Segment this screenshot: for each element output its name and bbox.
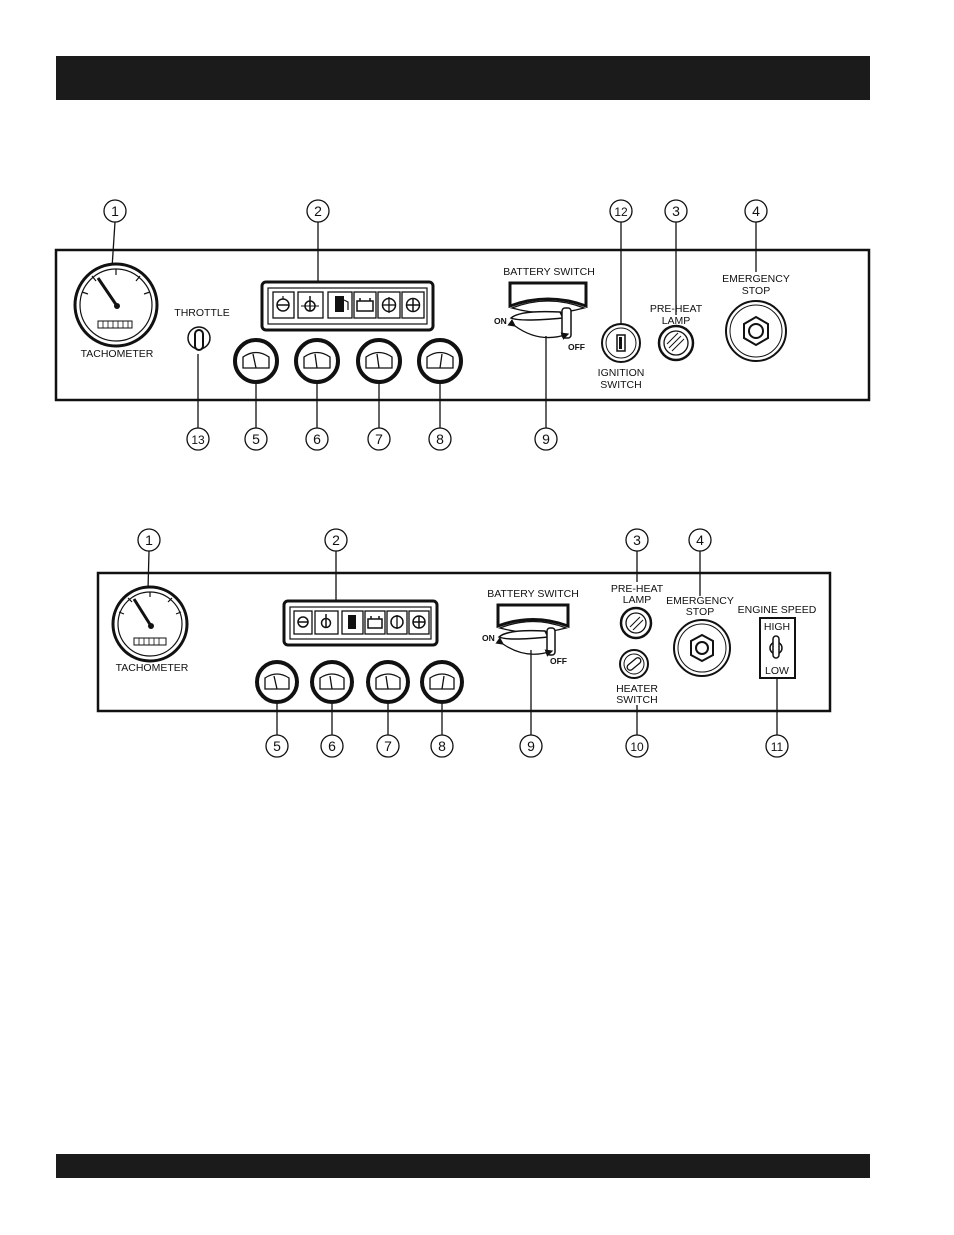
callout-8: 8 <box>436 431 444 447</box>
gauge-8-panel-2 <box>422 662 462 702</box>
callout-9-panel-2: 9 <box>527 738 535 754</box>
preheat-label-line1: PRE-HEAT <box>650 303 703 315</box>
emergency-label-line1: EMERGENCY <box>722 273 790 285</box>
engine-speed-low: LOW <box>765 665 789 677</box>
battery-on-label-2: ON <box>482 633 495 643</box>
gauge-7-panel-2 <box>368 662 408 702</box>
ignition-label-line2: SWITCH <box>600 379 641 391</box>
emergency-stop-button-2 <box>674 620 730 676</box>
engine-speed-label: ENGINE SPEED <box>738 604 817 616</box>
throttle-knob <box>188 327 210 350</box>
callout-1: 1 <box>111 203 119 219</box>
gauge-5 <box>235 340 277 382</box>
battery-off-label-2: OFF <box>550 656 567 666</box>
battery-switch <box>510 283 586 338</box>
callout-4: 4 <box>752 203 760 219</box>
warning-lamp-strip-2 <box>284 601 437 645</box>
callout-4-panel-2: 4 <box>696 532 704 548</box>
callout-6: 6 <box>313 431 321 447</box>
callout-8-panel-2: 8 <box>438 738 446 754</box>
tachometer-label-2: TACHOMETER <box>116 662 189 674</box>
emergency-label-line2: STOP <box>742 285 770 297</box>
warning-lamp-strip <box>262 282 433 330</box>
panel-1: TACHOMETER THROTTLE <box>56 200 869 450</box>
charge-warning-icon-2 <box>413 616 425 628</box>
heater-label-line2: SWITCH <box>616 694 657 706</box>
callout-3: 3 <box>672 203 680 219</box>
fuel-icon-2 <box>348 615 356 629</box>
air-filter-icon <box>383 297 396 313</box>
callout-7: 7 <box>375 431 383 447</box>
callout-13: 13 <box>191 433 205 447</box>
callout-9: 9 <box>542 431 550 447</box>
tachometer-gauge <box>75 264 157 346</box>
gauge-5-panel-2 <box>257 662 297 702</box>
gauge-6-panel-2 <box>312 662 352 702</box>
callout-11-panel-2: 11 <box>771 740 784 754</box>
battery-switch-label: BATTERY SWITCH <box>503 266 595 278</box>
battery-on-label: ON <box>494 316 507 326</box>
callout-3-panel-2: 3 <box>633 532 641 548</box>
ignition-switch <box>602 324 640 362</box>
tachometer-label: TACHOMETER <box>81 348 154 360</box>
callout-2-panel-2: 2 <box>332 532 340 548</box>
callout-6-panel-2: 6 <box>328 738 336 754</box>
battery-switch-2 <box>498 605 568 655</box>
battery-off-label: OFF <box>568 342 585 352</box>
preheat-lamp-2 <box>621 608 651 638</box>
preheat-label-line2-2: LAMP <box>623 594 652 606</box>
heater-switch <box>620 650 648 678</box>
gauge-7 <box>358 340 400 382</box>
callout-2: 2 <box>314 203 322 219</box>
preheat-lamp <box>659 326 693 360</box>
gauge-6 <box>296 340 338 382</box>
callout-1-panel-2: 1 <box>145 532 153 548</box>
callout-5: 5 <box>252 431 260 447</box>
charge-warning-icon <box>407 299 420 312</box>
callout-5-panel-2: 5 <box>273 738 281 754</box>
emergency-label-line2-2: STOP <box>686 606 714 618</box>
ignition-label-line1: IGNITION <box>598 367 645 379</box>
callout-7-panel-2: 7 <box>384 738 392 754</box>
callout-10-panel-2: 10 <box>630 740 644 754</box>
emergency-stop-button <box>726 301 786 361</box>
engine-speed-high: HIGH <box>764 621 790 633</box>
gauge-8 <box>419 340 461 382</box>
callout-12: 12 <box>614 205 628 219</box>
tachometer-gauge-2 <box>113 587 187 661</box>
throttle-label: THROTTLE <box>174 307 229 319</box>
battery-switch-label-2: BATTERY SWITCH <box>487 588 579 600</box>
panel-2: TACHOMETER <box>98 529 830 757</box>
